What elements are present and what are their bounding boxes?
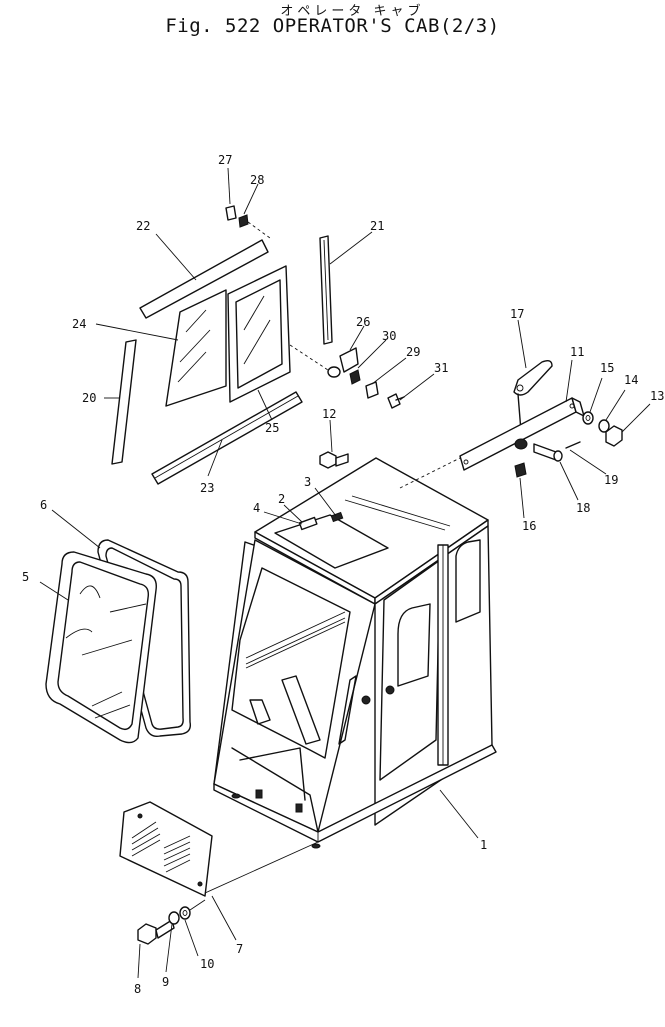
part-label-10: 10 [200,957,214,971]
part-label-12: 12 [322,407,336,421]
part-label-31: 31 [434,361,448,375]
part-label-6: 6 [40,498,47,512]
lower-rail [151,391,303,485]
bolt-and-washers [137,899,206,945]
washer-14 [598,419,610,433]
part-label-30: 30 [382,329,396,343]
part-label-3: 3 [304,475,311,489]
sliding-glass-left [165,289,227,407]
part-label-11: 11 [570,345,584,359]
bolt-12 [319,451,349,469]
washer-15 [582,411,594,425]
nut-13 [605,425,623,447]
clip-27 [225,205,237,221]
front-window-assembly [45,539,192,744]
part-label-17: 17 [510,307,524,321]
roof-latch [298,516,318,531]
part-label-21: 21 [370,219,384,233]
part-label-27: 27 [218,153,232,167]
figure-title: Fig. 522 OPERATOR'S CAB(2/3) [165,15,500,37]
part-label-5: 5 [22,570,29,584]
upper-rail [139,239,269,319]
part-label-23: 23 [200,481,214,495]
cotter-pin-19 [565,441,581,449]
sliding-glass-right [227,265,291,403]
bracket-rail [459,397,585,471]
left-vertical-bar [111,339,137,465]
part-label-29: 29 [406,345,420,359]
part-label-9: 9 [162,975,169,989]
part-label-16: 16 [522,519,536,533]
pin-18 [514,438,563,462]
part-label-7: 7 [236,942,243,956]
part-label-28: 28 [250,173,264,187]
part-label-2: 2 [278,492,285,506]
part-label-13: 13 [650,389,664,403]
part-label-14: 14 [624,373,638,387]
roof-clip [330,511,344,523]
part-label-22: 22 [136,219,150,233]
japanese-title: オペレータ キャブ [280,4,425,19]
lower-grille-panel [119,801,319,897]
leader-lines [39,167,651,979]
part-label-20: 20 [82,391,96,405]
part-label-19: 19 [604,473,618,487]
part-label-24: 24 [72,317,86,331]
clip-28 [238,214,249,228]
part-label-18: 18 [576,501,590,515]
cab-frame [213,457,497,849]
latch-hardware [289,344,405,409]
part-label-15: 15 [600,361,614,375]
part-label-4: 4 [253,501,260,515]
pin-16 [514,462,527,478]
part-label-8: 8 [134,982,141,996]
part-label-25: 25 [265,421,279,435]
part-number-labels: 1 2 3 4 5 6 7 8 9 10 11 12 13 14 15 16 1… [22,153,664,996]
part-label-1: 1 [480,838,487,852]
part-label-26: 26 [356,315,370,329]
